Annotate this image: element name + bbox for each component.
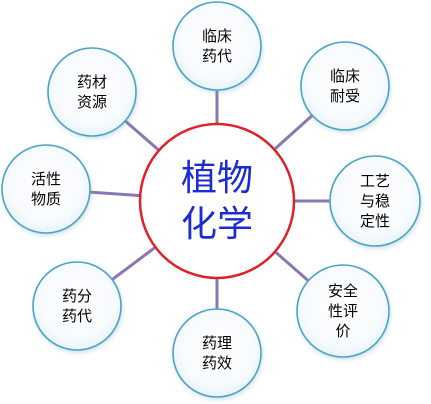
node-label-line: 与稳 — [360, 192, 390, 210]
node-label-line: 耐受 — [330, 87, 360, 105]
node-circle — [1, 144, 91, 234]
connector-yaofen-yaodai — [111, 245, 157, 281]
node-label-line: 活性 — [31, 170, 61, 188]
node-circle — [329, 155, 421, 247]
node-label-line: 性评 — [328, 302, 358, 320]
node-label-line: 药理 — [202, 334, 232, 352]
node-circle — [172, 1, 262, 91]
center-node: 植物 化学 — [138, 122, 296, 280]
node-label-line: 资源 — [77, 93, 107, 111]
center-title-line-1: 植物 — [181, 158, 253, 199]
node-label-line: 工艺 — [360, 172, 390, 190]
connector-anquanxing-pingjia — [274, 250, 310, 282]
node-label-line: 物质 — [31, 190, 61, 208]
node-label-line: 临床 — [330, 67, 360, 85]
node-label-line: 安全 — [328, 282, 358, 300]
node-label-line: 临床 — [202, 27, 232, 45]
node-circle — [172, 308, 262, 398]
node-label-line: 药代 — [202, 47, 232, 65]
node-circle — [47, 47, 137, 137]
node-label-line: 药效 — [202, 354, 232, 372]
center-title-line-2: 化学 — [181, 204, 253, 245]
connectors — [89, 90, 330, 309]
node-circle — [32, 261, 122, 351]
node-label-line: 药代 — [62, 307, 92, 325]
center-circle — [138, 122, 296, 280]
node-label-line: 药材 — [77, 73, 107, 91]
connector-linchuang-naishou — [273, 114, 314, 151]
node-label-line: 定性 — [360, 212, 390, 230]
connector-huoxing-wuzhi — [89, 190, 141, 198]
node-circle — [300, 41, 390, 131]
node-label-line: 药分 — [62, 287, 92, 305]
node-label-line: 价 — [335, 322, 350, 340]
connector-yaocai-ziyuan — [124, 119, 160, 152]
node-circle — [296, 264, 390, 358]
